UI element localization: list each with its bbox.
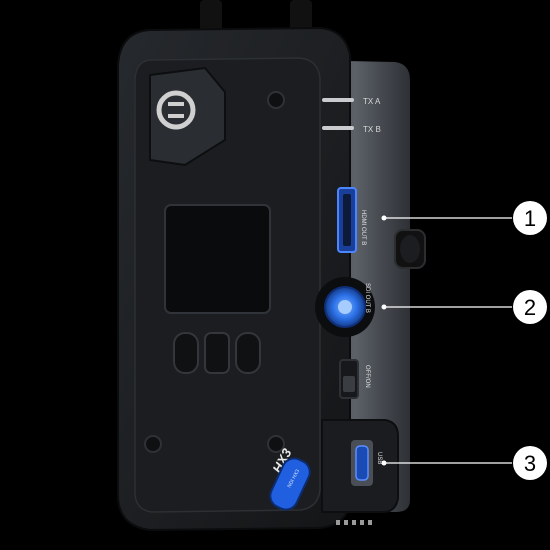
screw — [267, 91, 285, 109]
button-right[interactable] — [235, 332, 261, 374]
hdmi-label: HDMI OUT B — [360, 210, 366, 245]
callout-number: 2 — [524, 295, 536, 320]
tx-a-led — [322, 98, 354, 102]
hdmi-port — [337, 187, 357, 253]
screw — [267, 435, 285, 453]
tx-a-label: TX A — [363, 97, 381, 106]
tx-b-led — [322, 126, 354, 130]
callout-1: 1 — [513, 201, 547, 235]
callout-dot-2 — [381, 304, 387, 310]
display-screen — [164, 204, 271, 314]
sdi-port — [315, 277, 375, 337]
callout-number: 3 — [524, 451, 536, 476]
button-center[interactable] — [204, 332, 230, 374]
bottom-connector — [336, 520, 372, 525]
switch-label: OFF/ON — [364, 365, 370, 388]
button-left[interactable] — [173, 332, 199, 374]
usb-port — [351, 440, 373, 486]
callout-3: 3 — [513, 446, 547, 480]
hollyland-logo-icon — [156, 90, 196, 130]
callout-dot-1 — [381, 215, 387, 221]
tx-b-label: TX B — [363, 125, 381, 134]
callout-dot-3 — [381, 460, 387, 466]
usb-label: USB — [376, 452, 382, 464]
callout-number: 1 — [524, 206, 536, 231]
side-knob[interactable] — [394, 229, 426, 269]
ndi-button[interactable]: NDI HX3 — [266, 455, 313, 514]
power-switch[interactable] — [339, 359, 359, 399]
sdi-label: SDI OUT B — [364, 283, 370, 313]
nav-button-icon[interactable] — [173, 332, 261, 374]
screw — [144, 435, 162, 453]
callout-2: 2 — [513, 290, 547, 324]
